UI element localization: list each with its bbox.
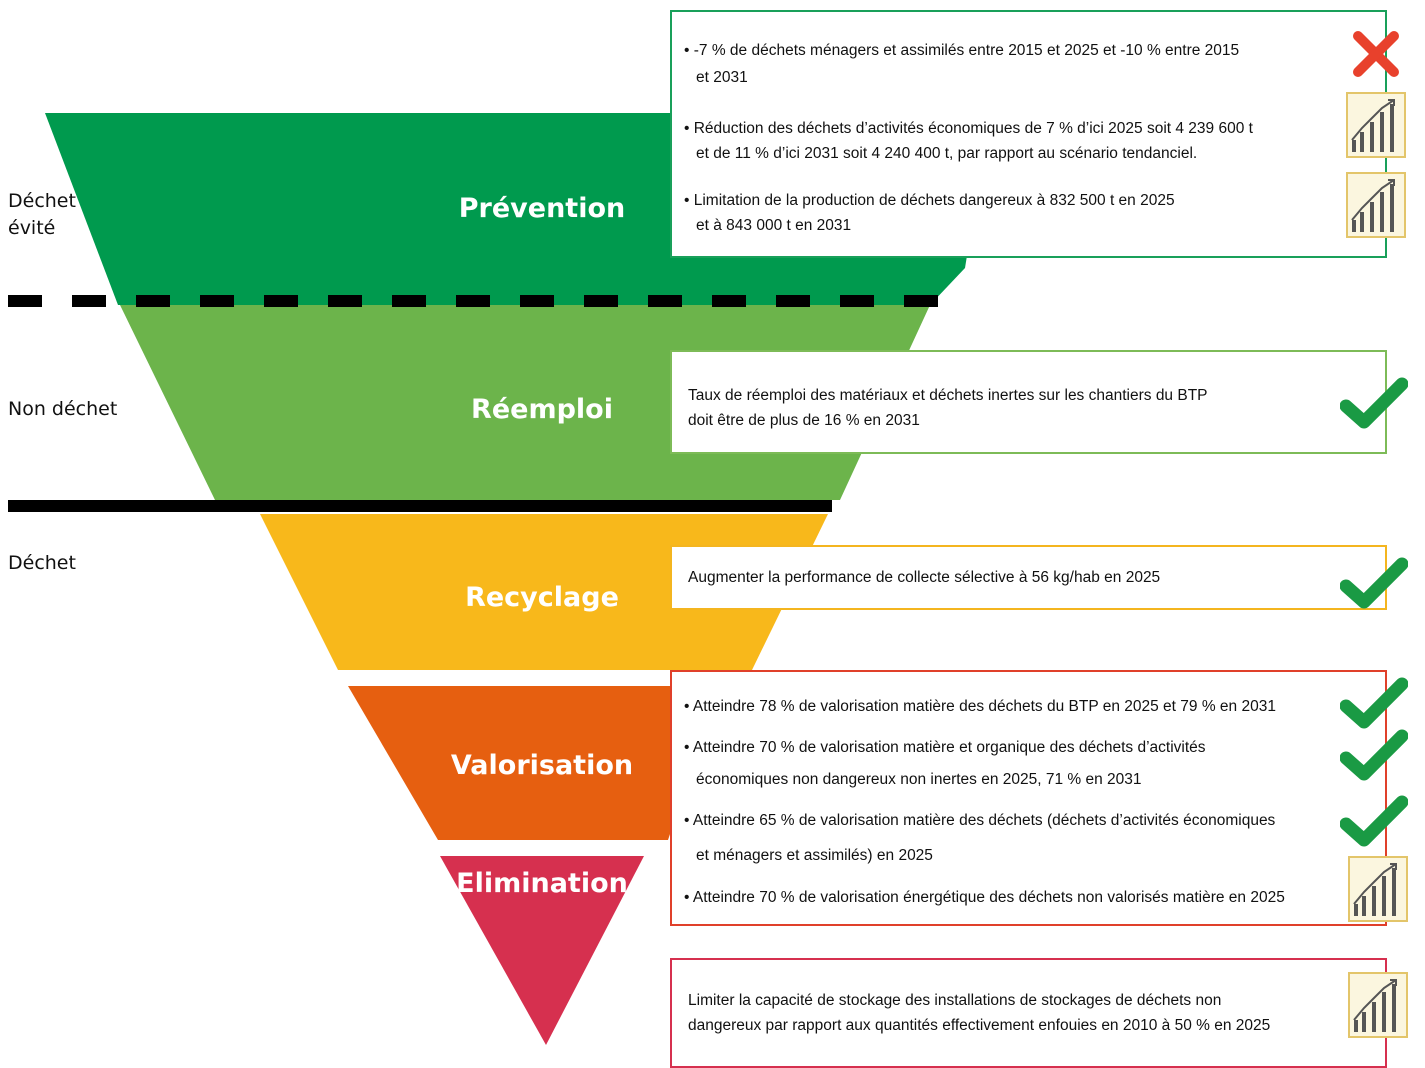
objectives-box-elimination: Limiter la capacité de stockage des inst… xyxy=(670,958,1387,1068)
objectives-box-reemploi: Taux de réemploi des matériaux et déchet… xyxy=(670,350,1387,454)
objective-line: et à 843 000 t en 2031 xyxy=(696,217,852,234)
objective-line: Limiter la capacité de stockage des inst… xyxy=(688,992,1222,1009)
tier-label-recyclage: Recyclage xyxy=(465,582,619,613)
rising-bars-chart-icon xyxy=(1348,856,1408,922)
objective-line: dangereux par rapport aux quantités effe… xyxy=(688,1017,1271,1034)
label-waste: Déchet xyxy=(8,552,76,574)
objective-line: Augmenter la performance de collecte sél… xyxy=(688,569,1161,586)
objective-line: • Atteindre 70 % de valorisation matière… xyxy=(684,739,1206,756)
objective-line: et ménagers et assimilés) en 2025 xyxy=(696,847,933,864)
objective-line: économiques non dangereux non inertes en… xyxy=(696,771,1142,788)
objective-line: • Atteindre 78 % de valorisation matière… xyxy=(684,698,1276,715)
rising-bars-chart-icon xyxy=(1346,92,1406,158)
objective-line: • Réduction des déchets d’activités écon… xyxy=(684,120,1253,137)
checkmark-icon xyxy=(1340,557,1408,609)
rising-bars-chart-icon xyxy=(1348,972,1408,1038)
tier-label-elimination: Elimination xyxy=(456,868,628,899)
rising-bars-chart-icon xyxy=(1346,172,1406,238)
label-non-waste: Non déchet xyxy=(8,398,118,420)
tier-elimination-shape xyxy=(440,856,644,1045)
objective-line: • Limitation de la production de déchets… xyxy=(684,192,1175,209)
objectives-box-recyclage: Augmenter la performance de collecte sél… xyxy=(670,545,1387,610)
objective-line: Taux de réemploi des matériaux et déchet… xyxy=(688,387,1208,404)
tier-label-prevention: Prévention xyxy=(458,193,626,224)
tier-valorisation-shape xyxy=(348,686,720,840)
checkmark-icon xyxy=(1340,729,1408,781)
objectives-box-valorisation: • Atteindre 78 % de valorisation matière… xyxy=(670,670,1387,926)
checkmark-icon xyxy=(1340,377,1408,429)
tier-label-valorisation: Valorisation xyxy=(450,750,634,781)
objective-line: et 2031 xyxy=(696,69,748,86)
tier-label-reemploi: Réemploi xyxy=(471,394,613,425)
label-avoided-waste: Déchet évité xyxy=(8,190,76,239)
checkmark-icon xyxy=(1340,677,1408,729)
objective-line: doit être de plus de 16 % en 2031 xyxy=(688,412,920,429)
objective-line: et de 11 % d’ici 2031 soit 4 240 400 t, … xyxy=(696,145,1198,162)
objectives-box-prevention: • -7 % de déchets ménagers et assimilés … xyxy=(670,10,1387,258)
objective-line: • Atteindre 65 % de valorisation matière… xyxy=(684,812,1276,829)
checkmark-icon xyxy=(1340,795,1408,847)
objective-line: • -7 % de déchets ménagers et assimilés … xyxy=(684,42,1240,59)
cross-icon xyxy=(1353,31,1399,77)
objective-line: • Atteindre 70 % de valorisation énergét… xyxy=(684,889,1285,906)
